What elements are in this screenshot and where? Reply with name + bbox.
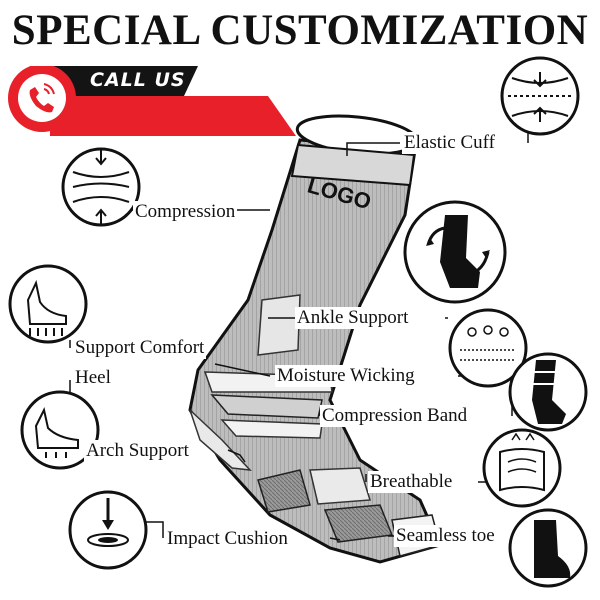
feature-seamless-toe: Seamless toe bbox=[394, 525, 497, 547]
feature-ankle-support: Ankle Support bbox=[295, 307, 411, 329]
phone-icon bbox=[29, 83, 55, 113]
compression-icon bbox=[61, 147, 141, 227]
feature-elastic-cuff: Elastic Cuff bbox=[402, 132, 497, 154]
call-us-label[interactable]: CALL US bbox=[90, 69, 186, 91]
breathable-icon bbox=[482, 428, 562, 508]
feature-impact-cushion: Impact Cushion bbox=[165, 528, 290, 550]
page-title: SPECIAL CUSTOMIZATION bbox=[11, 7, 589, 54]
feature-arch-support: Arch Support bbox=[84, 440, 191, 462]
call-us-banner[interactable]: CALL US bbox=[6, 66, 296, 136]
feature-support-comfort: Support Comfort bbox=[73, 337, 207, 359]
compression-band-icon bbox=[508, 352, 588, 432]
arch-support-icon bbox=[20, 390, 100, 470]
support-comfort-foot-icon bbox=[8, 264, 88, 344]
ankle-rotation-icon bbox=[403, 200, 507, 304]
feature-heel: Heel bbox=[73, 367, 113, 389]
moisture-wicking-icon bbox=[448, 308, 528, 388]
elastic-cuff-icon bbox=[500, 56, 580, 136]
seamless-toe-icon bbox=[508, 508, 588, 588]
feature-compression-band: Compression Band bbox=[320, 405, 470, 427]
feature-breathable: Breathable bbox=[368, 471, 455, 493]
call-us-banner-shape bbox=[8, 66, 296, 136]
feature-moisture-wicking: Moisture Wicking bbox=[275, 365, 417, 387]
feature-compression: Compression bbox=[133, 201, 238, 223]
impact-cushion-icon bbox=[68, 490, 148, 570]
